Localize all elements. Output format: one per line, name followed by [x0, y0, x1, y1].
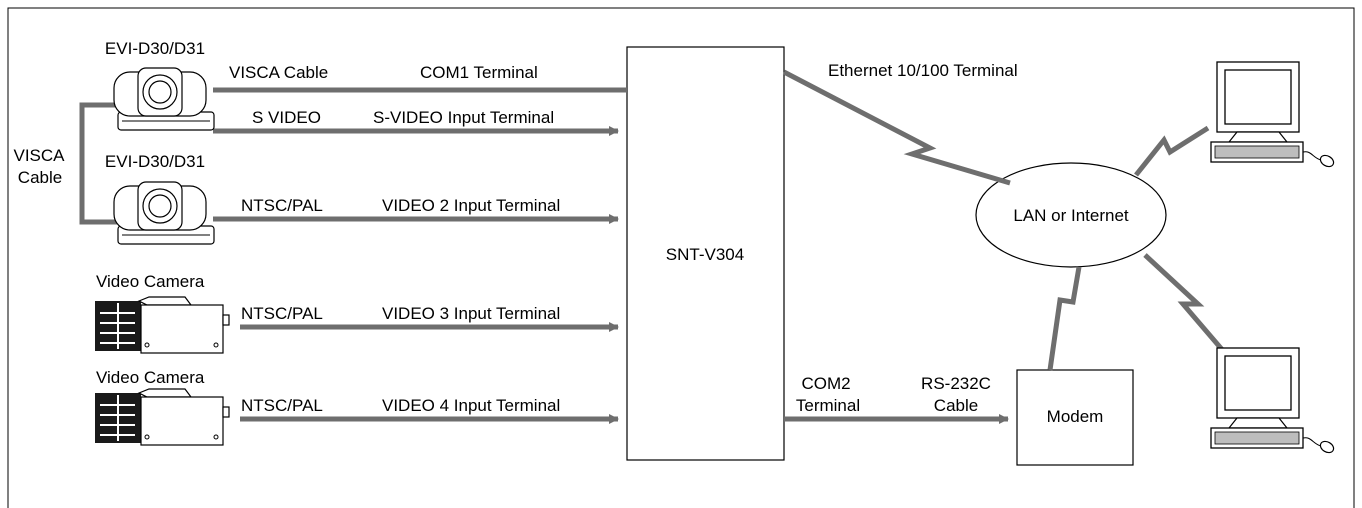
s-video-label: S VIDEO [252, 108, 321, 127]
video3-input-label: VIDEO 3 Input Terminal [382, 304, 561, 323]
ntsc-pal-2-label: NTSC/PAL [241, 196, 323, 215]
frame-border [7, 7, 1355, 508]
camera1-label: EVI-D30/D31 [104, 39, 206, 58]
pc1-link [1134, 125, 1210, 177]
hub-label: SNT-V304 [665, 245, 745, 264]
modem-box [1016, 369, 1134, 466]
ethernet-link [782, 69, 1011, 186]
video-camera-icon [95, 296, 230, 354]
modem-link [1047, 266, 1082, 371]
network-ellipse [975, 162, 1167, 268]
video-camera3-label: Video Camera [96, 272, 205, 291]
computer-icon [1210, 347, 1335, 454]
camera2-label: EVI-D30/D31 [104, 152, 206, 171]
visca-daisy-label-line1: VISCA [13, 146, 65, 165]
computer-icon [1210, 61, 1335, 168]
video-camera4-label: Video Camera [96, 368, 205, 387]
modem-label: Modem [1046, 407, 1104, 426]
com2-terminal-line1: COM2 [801, 374, 851, 393]
visca-daisy-line [79, 102, 118, 225]
visca-daisy-label-line2: Cable [17, 168, 63, 187]
ptz-camera-icon [113, 181, 215, 245]
rs232c-cable-line2: Cable [933, 396, 979, 415]
s-video-input-label: S-VIDEO Input Terminal [373, 108, 555, 127]
com1-terminal-label: COM1 Terminal [420, 63, 538, 82]
ntsc-pal-4-label: NTSC/PAL [241, 396, 323, 415]
rs232c-cable-line1: RS-232C [921, 374, 991, 393]
ptz-camera-icon [113, 67, 215, 131]
video4-input-label: VIDEO 4 Input Terminal [382, 396, 561, 415]
ethernet-terminal-label: Ethernet 10/100 Terminal [828, 61, 1018, 80]
com2-terminal-line2: Terminal [795, 396, 861, 415]
ntsc-pal-3-label: NTSC/PAL [241, 304, 323, 323]
pc2-link [1143, 253, 1227, 355]
hub-box [626, 46, 785, 461]
network-label: LAN or Internet [1013, 206, 1129, 225]
visca-cable-label: VISCA Cable [229, 63, 329, 82]
video2-input-label: VIDEO 2 Input Terminal [382, 196, 561, 215]
video-camera-icon [95, 388, 230, 446]
